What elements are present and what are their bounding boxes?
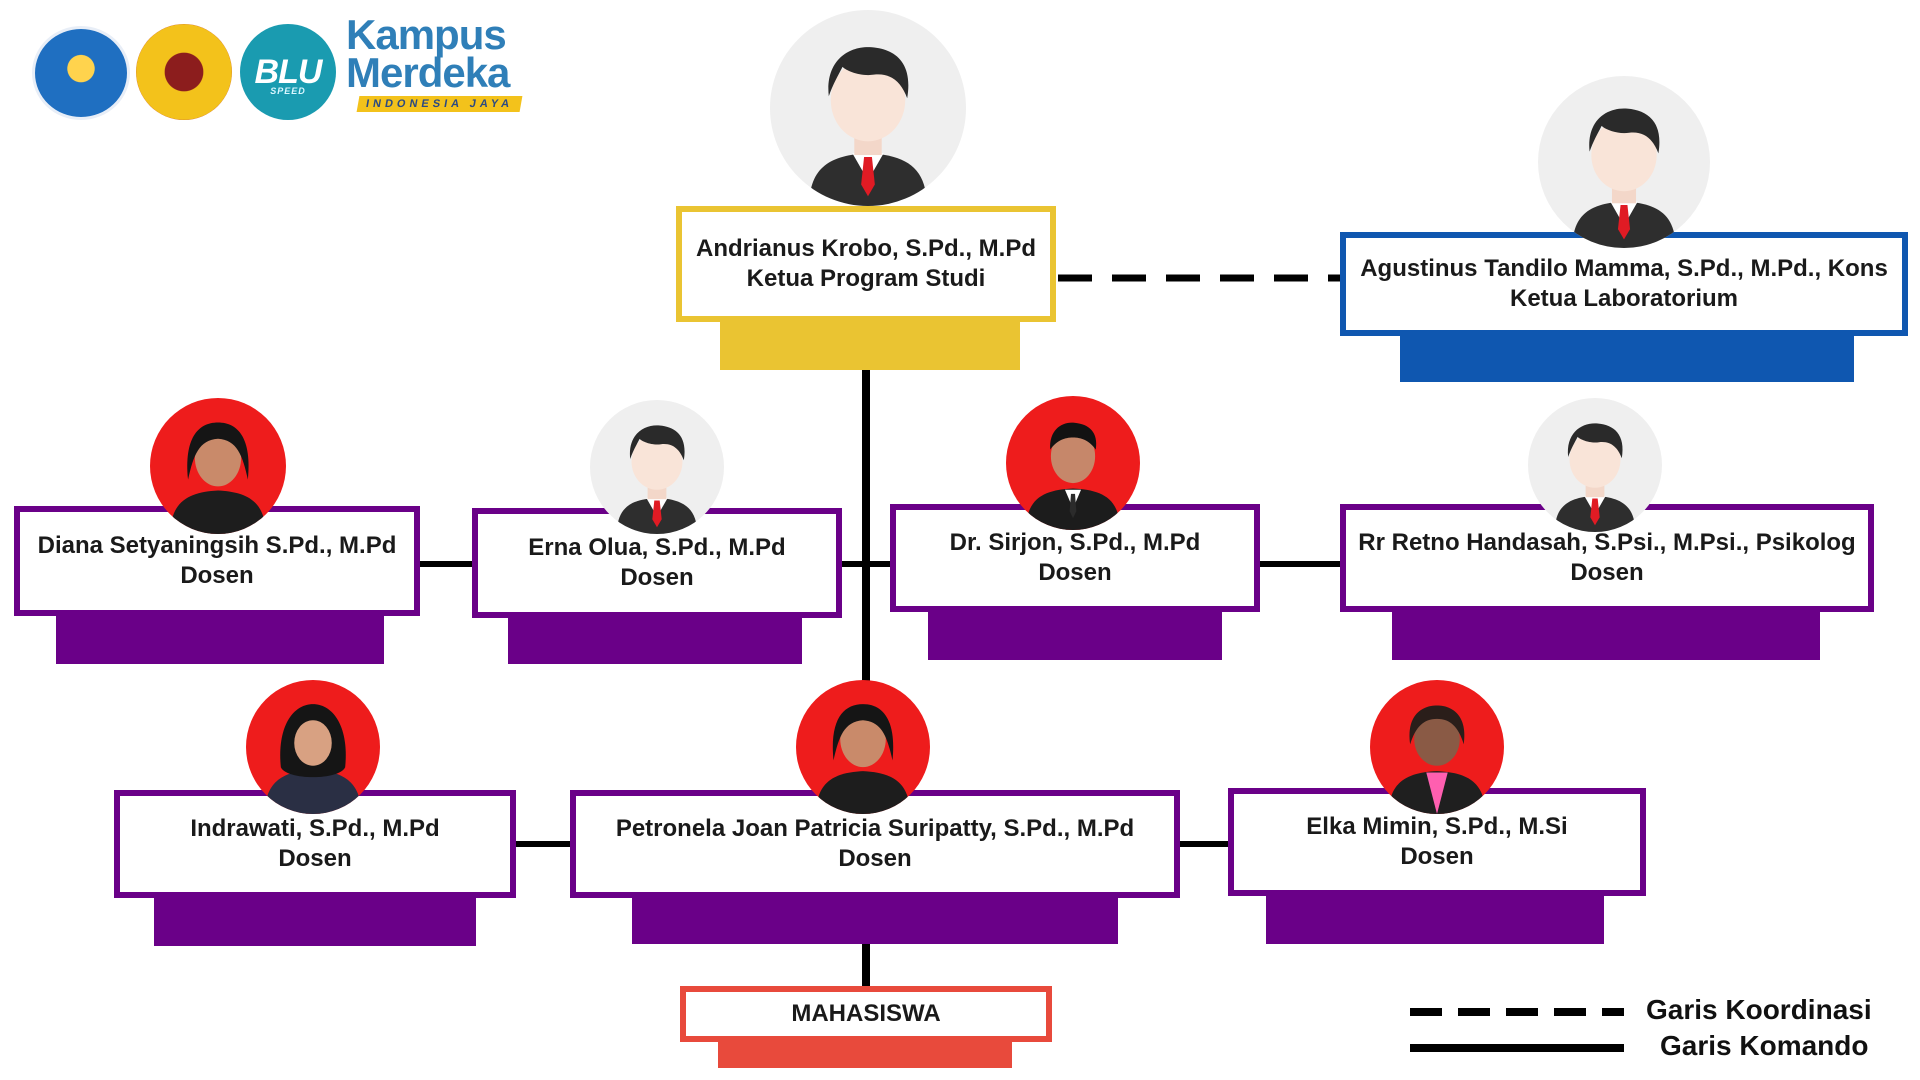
indrawati-accent-bar [154,894,476,946]
retno-avatar [1528,398,1662,532]
elka-name: Elka Mimin, S.Pd., M.Si [1306,813,1568,840]
petronela-accent-bar [632,892,1118,944]
petronela-role: Dosen [838,845,912,872]
petronela-name: Petronela Joan Patricia Suripatty, S.Pd.… [615,815,1135,842]
sirjon-photo [1006,396,1140,530]
mahasiswa-label: MAHASISWA [791,1000,941,1027]
ketua-laboratorium-name: Agustinus Tandilo Mamma, S.Pd., M.Pd., K… [1360,255,1888,282]
legend-komando-label: Garis Komando [1660,1030,1869,1061]
retno-name: Rr Retno Handasah, S.Psi., M.Psi., Psiko… [1358,529,1856,556]
erna-name: Erna Olua, S.Pd., M.Pd [528,534,786,561]
diana-photo [150,398,286,534]
mahasiswa-accent-bar [718,1038,1012,1068]
elka-role: Dosen [1400,843,1474,870]
kampus-merdeka-line3: INDONESIA JAYA [356,96,523,112]
diana-accent-bar [56,614,384,664]
mahasiswa-box: MAHASISWA [680,986,1052,1042]
erna-avatar [590,400,724,534]
kampus-merdeka-logo: Kampus Merdeka INDONESIA JAYA [346,11,546,112]
blu-logo-text: BLU [254,52,323,91]
kampus-merdeka-line2: Merdeka [346,49,510,96]
ketua-program-studi-avatar [770,10,966,206]
ketua-laboratorium-role: Ketua Laboratorium [1509,285,1739,312]
kampus-merdeka-line1: Kampus [346,11,507,58]
retno-accent-bar [1392,608,1820,660]
petronela-box: Petronela Joan Patricia Suripatty, S.Pd.… [570,790,1180,898]
blu-logo-subtext: SPEED [270,86,306,96]
legend-solid-line [1410,1044,1624,1052]
petronela-photo [796,680,930,814]
ketua-program-studi-name: Andrianus Krobo, S.Pd., M.Pd [695,235,1036,262]
tut-wuri-handayani-logo [32,26,130,120]
sirjon-accent-bar [928,608,1222,660]
legend-dashed-line [1410,1008,1624,1016]
indrawati-name: Indrawati, S.Pd., M.Pd [190,815,440,842]
indrawati-role: Dosen [278,845,352,872]
indrawati-photo [246,680,380,814]
ketua-laboratorium-accent-bar [1400,330,1854,382]
diana-box: Diana Setyaningsih S.Pd., M.Pd Dosen [14,506,420,616]
diana-name: Diana Setyaningsih S.Pd., M.Pd [37,532,397,559]
ketua-laboratorium-box: Agustinus Tandilo Mamma, S.Pd., M.Pd., K… [1340,232,1908,336]
diana-role: Dosen [180,562,254,589]
sirjon-role: Dosen [1038,559,1112,586]
universitas-cenderawasih-logo [136,24,232,120]
retno-role: Dosen [1570,559,1644,586]
ketua-program-studi-role: Ketua Program Studi [746,265,986,292]
ketua-laboratorium-avatar [1538,76,1710,248]
erna-box: Erna Olua, S.Pd., M.Pd Dosen [472,508,842,618]
erna-accent-bar [508,614,802,664]
ketua-program-studi-box: Andrianus Krobo, S.Pd., M.Pd Ketua Progr… [676,206,1056,322]
elka-photo [1370,680,1504,814]
erna-role: Dosen [620,564,694,591]
ketua-program-studi-accent-bar [720,316,1020,370]
legend-koordinasi-label: Garis Koordinasi [1646,994,1872,1025]
blu-speed-logo: BLU SPEED [240,24,336,120]
sirjon-name: Dr. Sirjon, S.Pd., M.Pd [949,529,1201,556]
elka-accent-bar [1266,892,1604,944]
